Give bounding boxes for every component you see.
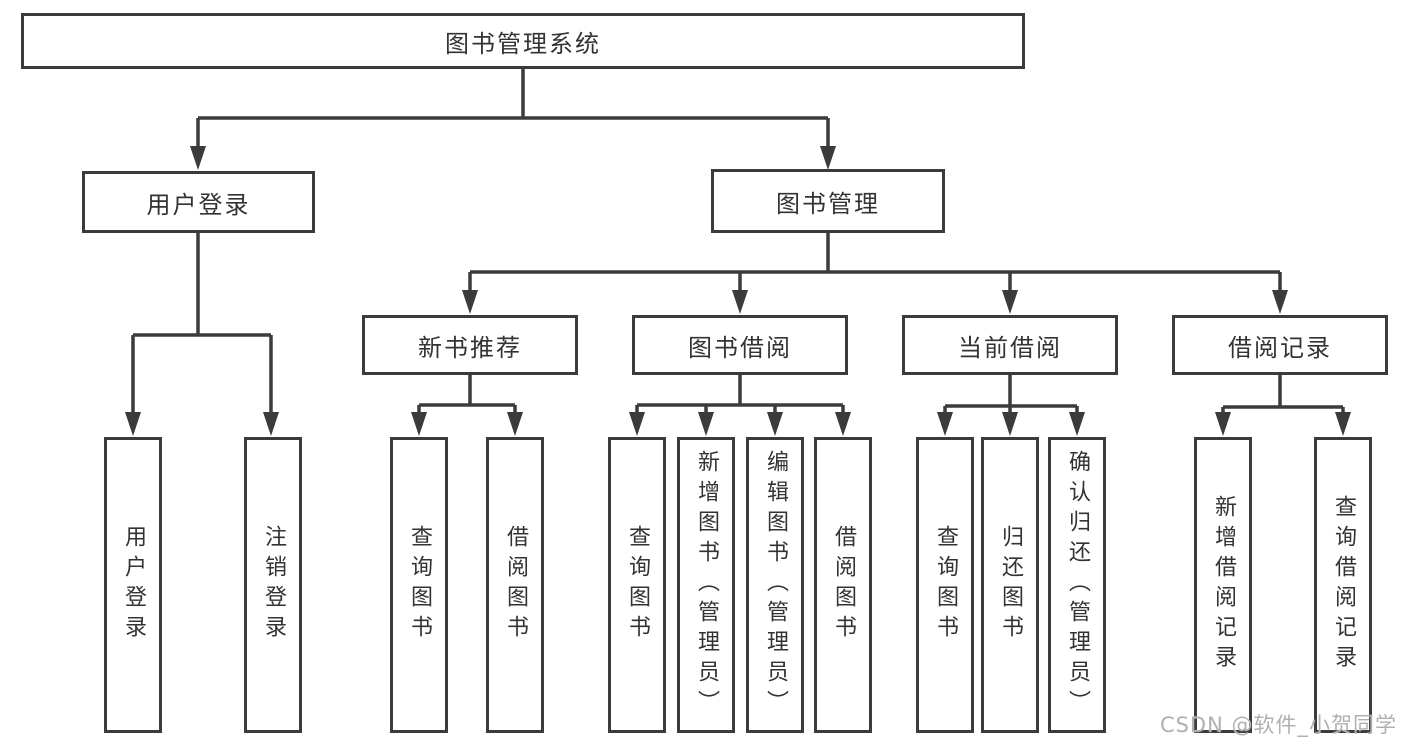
node-root: 图书管理系统 xyxy=(21,13,1025,69)
leaf-query-books-recommend: 查询图书 xyxy=(390,437,448,733)
edge-user-login-to-leaves xyxy=(125,233,279,436)
csdn-watermark: CSDN @软件_小贺同学 xyxy=(1159,713,1397,737)
leaf-user-login: 用户登录 xyxy=(104,437,162,733)
node-new-book-recommend: 新书推荐 xyxy=(362,315,578,375)
edge-borrowing-records-to-leaves xyxy=(1215,375,1351,436)
node-user-login: 用户登录 xyxy=(82,171,315,233)
leaf-add-book-admin: 新增图书（管理员） xyxy=(677,437,735,733)
edge-current-borrowing-to-leaves xyxy=(937,375,1085,436)
leaf-query-books-current: 查询图书 xyxy=(916,437,974,733)
leaf-logout: 注销登录 xyxy=(244,437,302,733)
node-current-borrowing: 当前借阅 xyxy=(902,315,1118,375)
edge-new-book-to-leaves xyxy=(411,375,523,436)
edge-book-borrowing-to-leaves xyxy=(629,375,851,436)
leaf-query-borrow-record: 查询借阅记录 xyxy=(1314,437,1372,733)
leaf-return-book: 归还图书 xyxy=(981,437,1039,733)
leaf-query-books-borrowing: 查询图书 xyxy=(608,437,666,733)
edge-root-to-level2 xyxy=(190,69,836,170)
leaf-borrow-books-recommend: 借阅图书 xyxy=(486,437,544,733)
node-book-borrowing: 图书借阅 xyxy=(632,315,848,375)
leaf-borrow-books-borrowing: 借阅图书 xyxy=(814,437,872,733)
leaf-add-borrow-record: 新增借阅记录 xyxy=(1194,437,1252,733)
leaf-confirm-return-admin: 确认归还（管理员） xyxy=(1048,437,1106,733)
edge-book-management-to-level3 xyxy=(462,233,1288,314)
node-book-management: 图书管理 xyxy=(711,169,945,233)
node-borrowing-records: 借阅记录 xyxy=(1172,315,1388,375)
leaf-edit-book-admin: 编辑图书（管理员） xyxy=(746,437,804,733)
